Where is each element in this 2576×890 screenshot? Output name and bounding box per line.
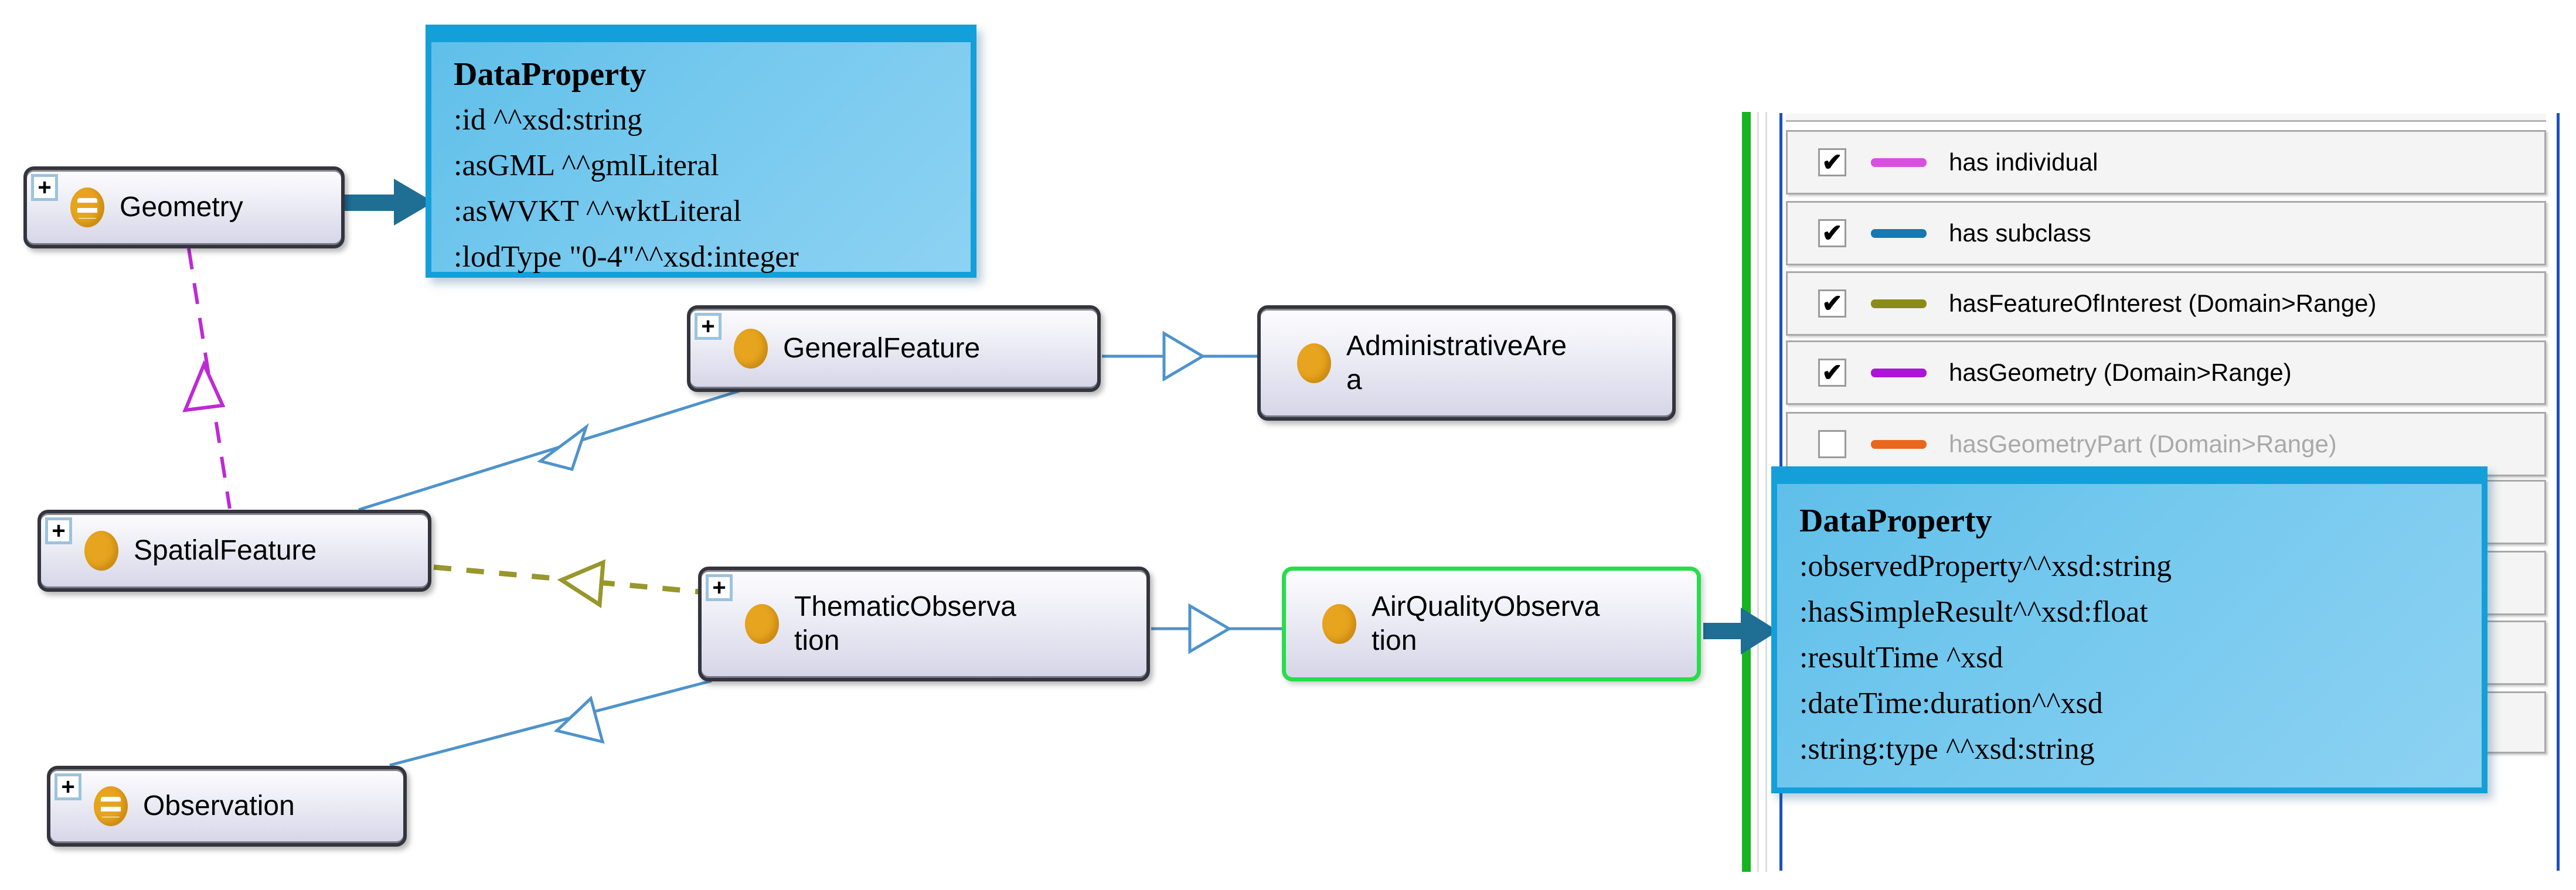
dataproperty-tooltip-airquality: DataProperty :observedProperty^^xsd:stri… <box>1771 466 2487 793</box>
class-node-label: Geometry <box>120 192 243 223</box>
class-node-label: GeneralFeature <box>783 333 981 364</box>
class-node-administrative-area[interactable]: AdministrativeArea <box>1257 305 1676 421</box>
expand-plus-icon[interactable]: + <box>695 313 722 340</box>
line-color-swatch <box>1871 229 1927 238</box>
tooltip-line: :observedProperty^^xsd:string <box>1799 550 2172 583</box>
legend-row-has-individual[interactable]: ✔ has individual <box>1786 130 2546 195</box>
class-icon <box>745 604 779 644</box>
tooltip-line: :dateTime:duration^^xsd <box>1799 687 2103 720</box>
legend-label: hasGeometry (Domain>Range) <box>1949 359 2292 386</box>
class-icon <box>1297 343 1331 383</box>
tooltip-line: :asGML ^^gmlLiteral <box>454 149 719 182</box>
class-node-spatial-feature[interactable]: + SpatialFeature <box>38 510 431 592</box>
legend-row-has-subclass[interactable]: ✔ has subclass <box>1786 201 2546 265</box>
checkbox-checked-icon[interactable]: ✔ <box>1818 148 1846 176</box>
tooltip-title: DataProperty <box>454 56 646 93</box>
class-with-individuals-icon <box>70 187 104 227</box>
checkbox-checked-icon[interactable]: ✔ <box>1818 289 1846 318</box>
class-node-general-feature[interactable]: + GeneralFeature <box>687 305 1101 392</box>
legend-label: hasGeometryPart (Domain>Range) <box>1949 430 2337 458</box>
tooltip-title: DataProperty <box>1799 503 1992 539</box>
expand-plus-icon[interactable]: + <box>45 517 72 544</box>
panel-splitter-rail[interactable] <box>1742 112 1751 872</box>
checkbox-unchecked-icon[interactable] <box>1818 430 1846 458</box>
legend-row-has-feature-of-interest[interactable]: ✔ hasFeatureOfInterest (Domain>Range) <box>1786 271 2546 336</box>
class-node-label: AdministrativeArea <box>1346 330 1567 395</box>
expand-plus-icon[interactable]: + <box>55 773 81 800</box>
class-node-label: ThematicObservation <box>794 591 1016 656</box>
line-color-swatch <box>1871 299 1927 308</box>
tooltip-line: :resultTime ^xsd <box>1799 641 2003 674</box>
class-node-observation[interactable]: + Observation <box>47 766 407 847</box>
tooltip-line: :lodType "0-4"^^xsd:integer <box>454 240 799 274</box>
legend-label: hasFeatureOfInterest (Domain>Range) <box>1949 289 2377 317</box>
scrollbar-track-line <box>1757 112 1759 872</box>
class-icon <box>734 329 768 369</box>
expand-plus-icon[interactable]: + <box>31 174 58 201</box>
class-icon <box>1322 604 1356 644</box>
checkbox-checked-icon[interactable]: ✔ <box>1818 359 1846 387</box>
tooltip-line: :hasSimpleResult^^xsd:float <box>1799 595 2148 629</box>
tooltip-line: :string:type ^^xsd:string <box>1799 732 2095 766</box>
class-icon <box>84 531 118 571</box>
class-node-label: SpatialFeature <box>134 535 317 567</box>
class-with-individuals-icon <box>94 786 128 826</box>
class-node-geometry[interactable]: + Geometry <box>23 166 345 248</box>
tooltip-line: :id ^^xsd:string <box>454 103 642 137</box>
tooltip-line: :asWVKT ^^wktLiteral <box>454 195 742 228</box>
legend-row-clipped <box>1786 114 2546 122</box>
checkbox-checked-icon[interactable]: ✔ <box>1818 219 1846 247</box>
line-color-swatch <box>1871 368 1927 377</box>
line-color-swatch <box>1871 439 1927 449</box>
class-node-air-quality-observation[interactable]: AirQualityObservation <box>1282 567 1701 681</box>
legend-label: has individual <box>1949 148 2098 176</box>
legend-row-has-geometry[interactable]: ✔ hasGeometry (Domain>Range) <box>1786 340 2546 405</box>
line-color-swatch <box>1871 158 1927 167</box>
class-node-thematic-observation[interactable]: + ThematicObservation <box>698 567 1150 681</box>
legend-row-has-geometry-part[interactable]: hasGeometryPart (Domain>Range) <box>1786 412 2546 476</box>
class-node-label: AirQualityObservation <box>1372 591 1600 656</box>
class-node-label: Observation <box>143 790 295 822</box>
panel-border-right <box>2557 113 2560 871</box>
dataproperty-tooltip-geometry: DataProperty :id ^^xsd:string :asGML ^^g… <box>426 25 976 278</box>
expand-plus-icon[interactable]: + <box>706 574 733 601</box>
legend-label: has subclass <box>1949 219 2091 247</box>
scrollbar-track-line <box>1765 112 1767 872</box>
